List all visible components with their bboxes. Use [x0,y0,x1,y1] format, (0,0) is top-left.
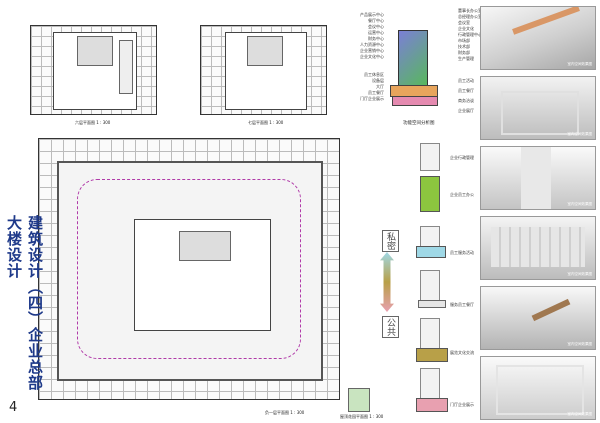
function-stack-3 [416,226,446,260]
axonometric-title: 功能空间分析图 [403,121,435,126]
interior-photo-2: 室内空间效果图 [480,76,596,140]
roof-garden-caption: 屋顶花园平面图 1 : 300 [340,414,384,419]
function-label-1: 企业行政管理 [450,155,474,160]
function-label-2: 企业员工办公 [450,192,474,197]
seventh-floor-plan [200,25,327,115]
sheet-title: 建筑设计（四）企业总部大楼设计 [5,215,44,391]
interior-photo-3: 室内空间效果图 [480,146,596,210]
interior-photo-4: 室内空间效果图 [480,216,596,280]
private-label: 私密 [382,230,399,252]
axonometric-tower [390,30,440,110]
interior-photo-6: 室内空间效果图 [480,356,596,420]
function-label-6: 门厅企业展示 [450,402,474,407]
function-label-5: 展览文化交流 [450,350,474,355]
function-stack-4 [418,270,446,310]
privacy-arrow [380,252,394,312]
basement-caption: 负一层平面图 1 : 300 [265,410,305,415]
interior-photo-5: 室内空间效果图 [480,286,596,350]
sixth-floor-plan [30,25,157,115]
basement-floor-plan [38,138,340,400]
public-label: 公共 [382,316,399,338]
function-label-3: 员工服务活动 [450,250,474,255]
function-label-4: 服务员工餐厅 [450,302,474,307]
function-stack-1 [420,143,442,173]
function-stack-2 [420,176,442,212]
roof-garden-plan [348,388,370,412]
core-block [179,231,231,261]
seventh-floor-caption: 七层平面图 1 : 300 [248,120,284,125]
sixth-floor-caption: 六层平面图 1 : 300 [75,120,111,125]
function-stack-6 [416,368,448,414]
page-number: 4 [9,400,18,415]
interior-photo-1: 室内空间效果图 [480,6,596,70]
drive-lane [77,179,301,359]
function-stack-5 [416,318,448,364]
